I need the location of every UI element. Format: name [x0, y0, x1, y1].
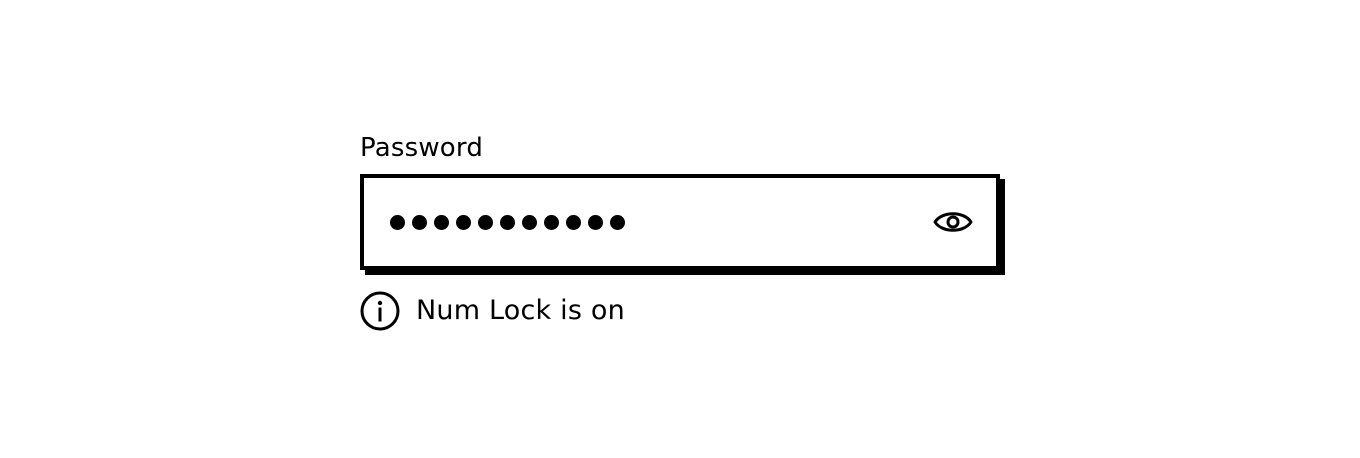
password-mask-dot: [610, 214, 625, 230]
password-mask-dot: [566, 214, 581, 230]
password-mask-dot: [390, 214, 405, 230]
password-mask-dot: [478, 214, 493, 230]
show-password-toggle[interactable]: [932, 202, 974, 242]
password-mask-dot: [588, 214, 603, 230]
password-mask-dot: [522, 214, 537, 230]
masked-password-value: [390, 178, 625, 266]
password-mask-dot: [456, 214, 471, 230]
password-mask-dot: [500, 214, 515, 230]
password-mask-dot: [412, 214, 427, 230]
info-icon: [360, 291, 400, 331]
password-mask-dot: [544, 214, 559, 230]
password-label: Password: [360, 133, 484, 163]
password-field-group: Password Num Lock is on: [360, 130, 1004, 331]
password-input[interactable]: [360, 174, 1000, 270]
num-lock-hint: Num Lock is on: [360, 291, 625, 331]
eye-icon: [933, 212, 973, 232]
password-mask-dot: [434, 214, 449, 230]
hint-text: Num Lock is on: [416, 295, 625, 326]
